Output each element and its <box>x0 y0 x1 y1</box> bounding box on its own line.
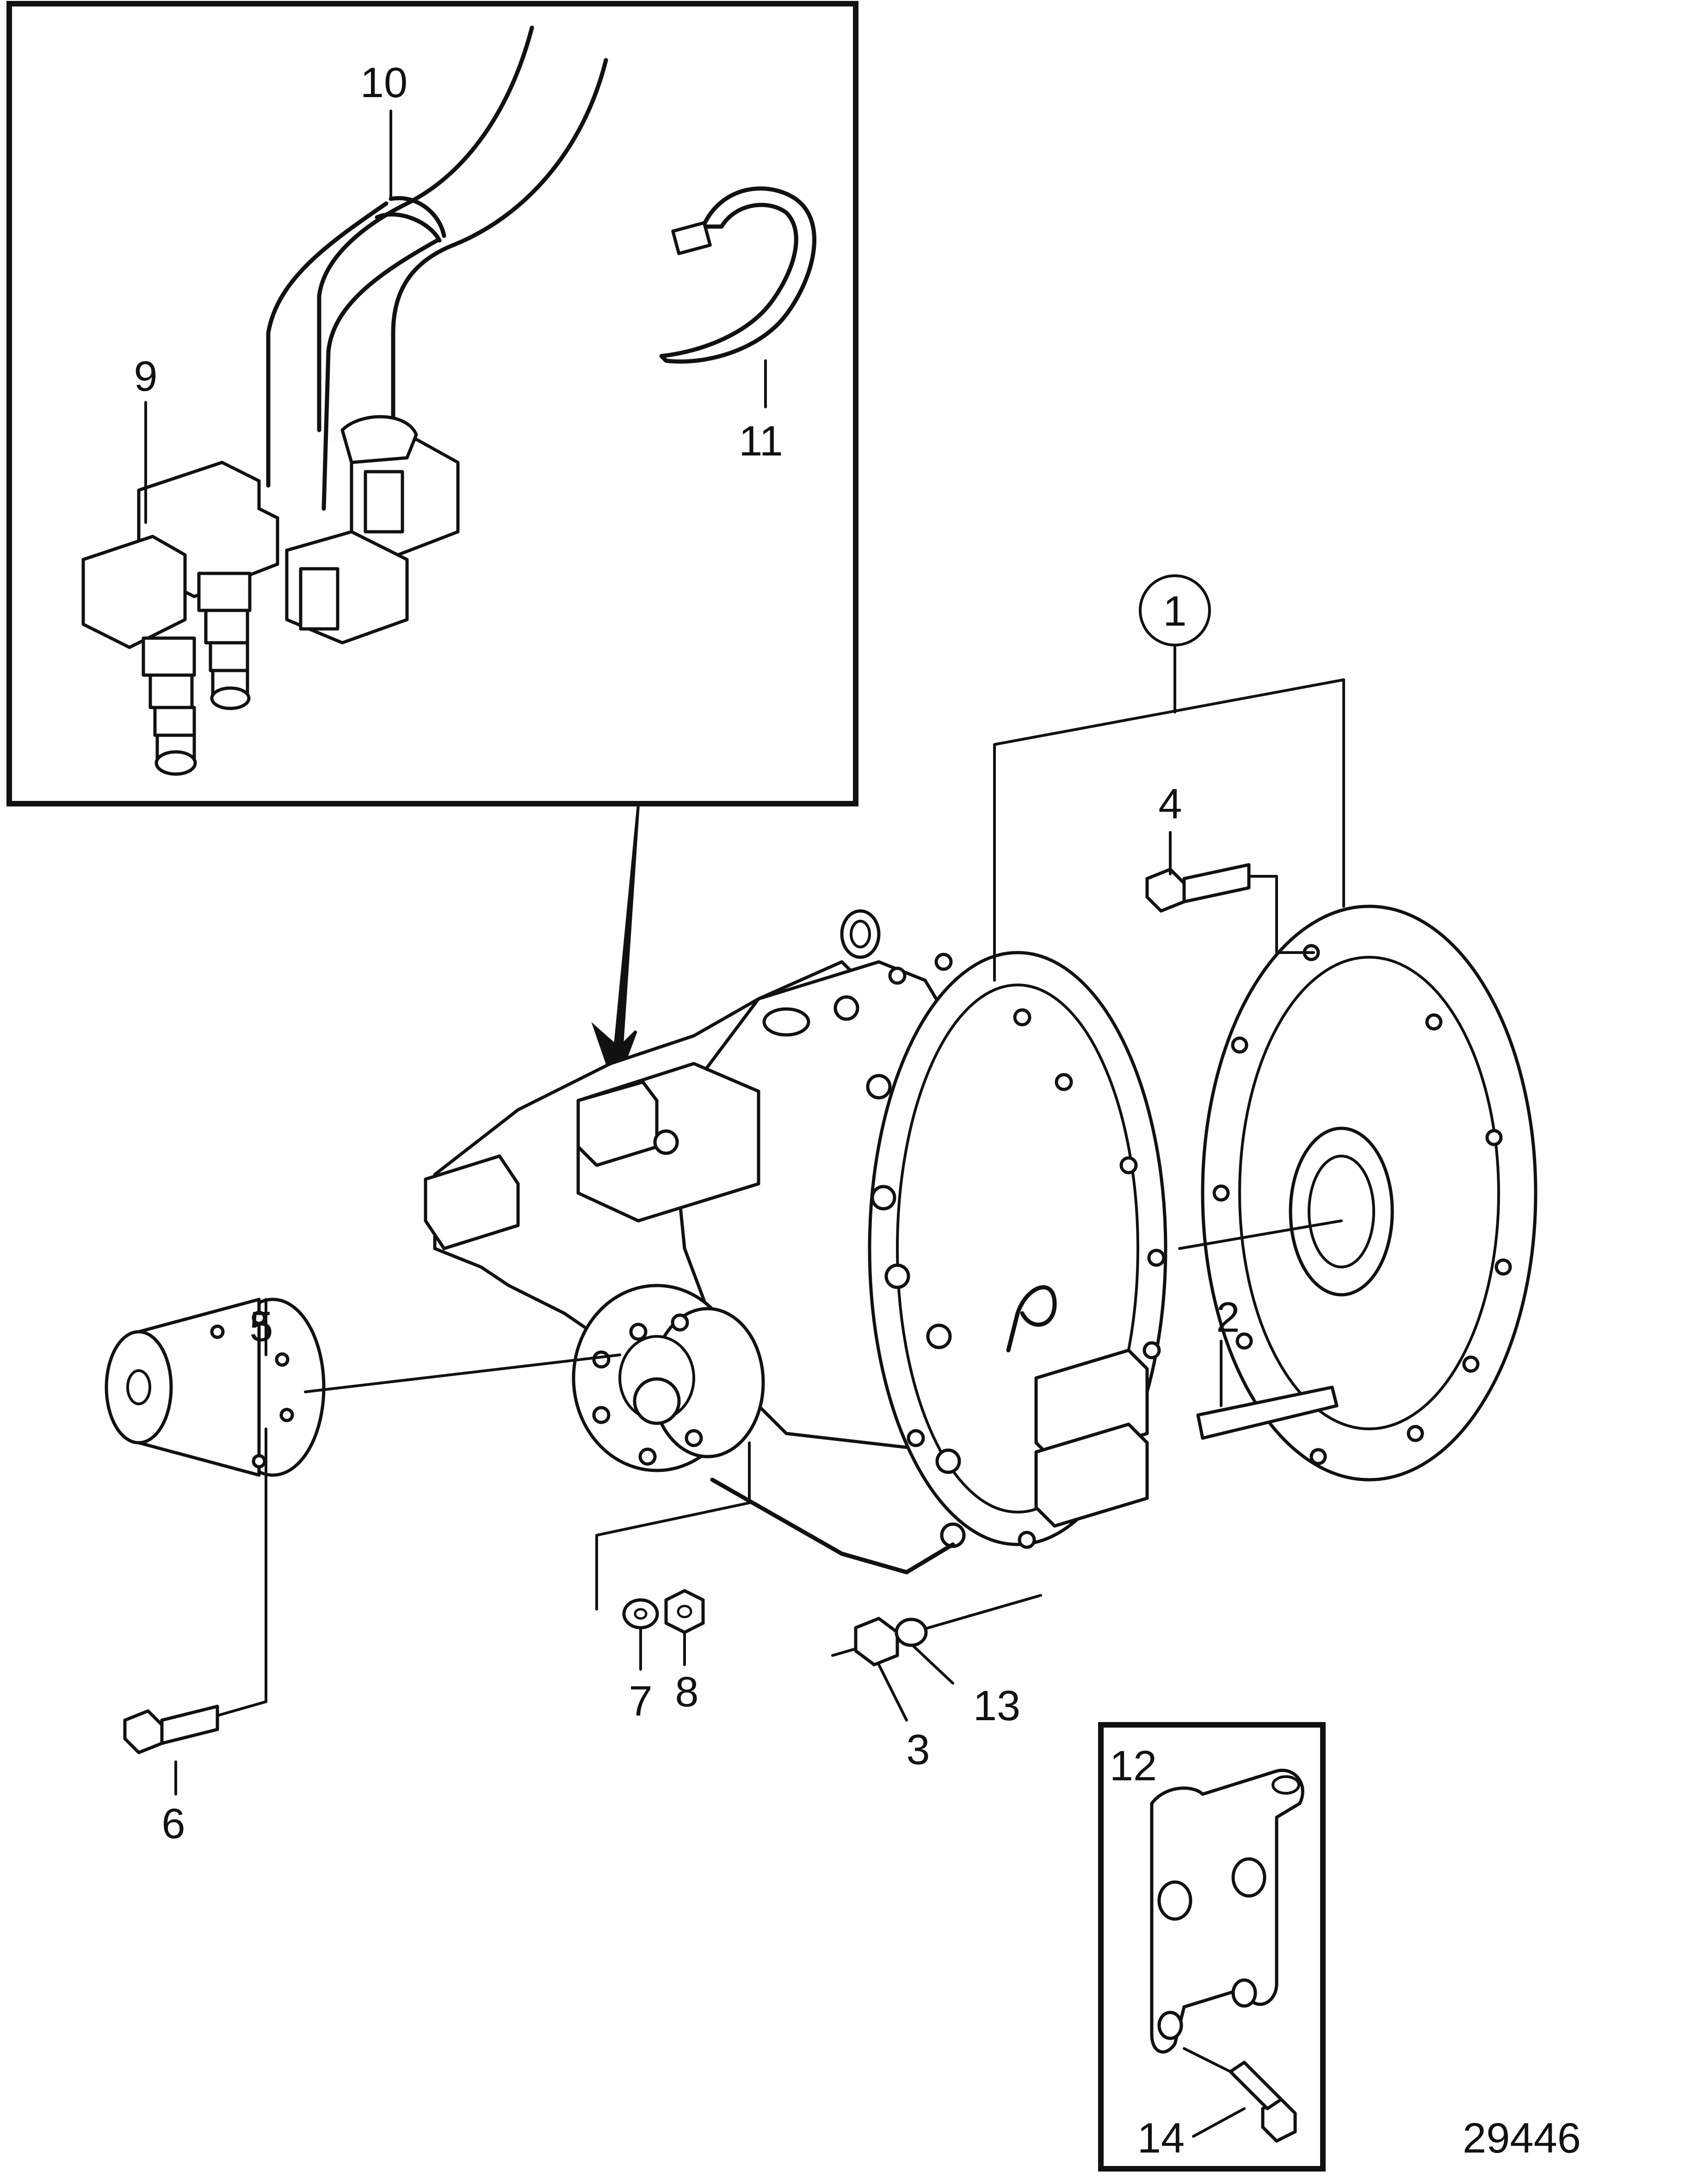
bolt-part-6 <box>123 1427 267 1754</box>
callout-9: 9 <box>134 353 157 400</box>
gearbox-housing <box>424 909 1167 1575</box>
callout-11: 11 <box>739 418 783 465</box>
stud-part-2 <box>1196 1340 1339 1440</box>
bolt-part-4 <box>1145 863 1315 954</box>
connector-plugs <box>285 415 460 645</box>
callout-13: 13 <box>973 1682 1020 1729</box>
inset-detail-box <box>6 1 858 806</box>
cable-tie-part-11 <box>659 186 816 364</box>
callout-4: 4 <box>1158 781 1182 828</box>
leader-lines <box>144 110 1172 1796</box>
solenoid-valve-part-9 <box>81 461 279 776</box>
bracket-detail-box <box>1098 1722 1326 2172</box>
callout-2: 2 <box>1216 1294 1240 1341</box>
damper-plate <box>1178 904 1537 1482</box>
wiring-harness <box>266 25 608 511</box>
callout-6: 6 <box>161 1800 185 1847</box>
nut-washer-parts-3-13 <box>831 1594 1042 1667</box>
callout-10: 10 <box>360 59 408 106</box>
callout-labels: 1 2 3 4 5 6 7 8 9 10 11 12 13 14 29446 <box>134 59 1581 2162</box>
callout-8: 8 <box>675 1668 698 1716</box>
callout-bracket-1 <box>993 646 1345 982</box>
callout-1-circle <box>1139 574 1211 646</box>
callout-5: 5 <box>249 1303 273 1350</box>
coupling-flange-part-5 <box>105 1298 621 1477</box>
callout-12: 12 <box>1110 1742 1157 1790</box>
callout-3: 3 <box>906 1726 930 1773</box>
inset-pointer-arrow <box>591 803 640 1091</box>
callout-1: 1 <box>1163 588 1186 635</box>
washer-nut-parts-7-8 <box>595 1441 751 1634</box>
callout-7: 7 <box>629 1678 652 1725</box>
figure-number: 29446 <box>1463 2115 1581 2162</box>
callout-14: 14 <box>1137 2115 1185 2162</box>
